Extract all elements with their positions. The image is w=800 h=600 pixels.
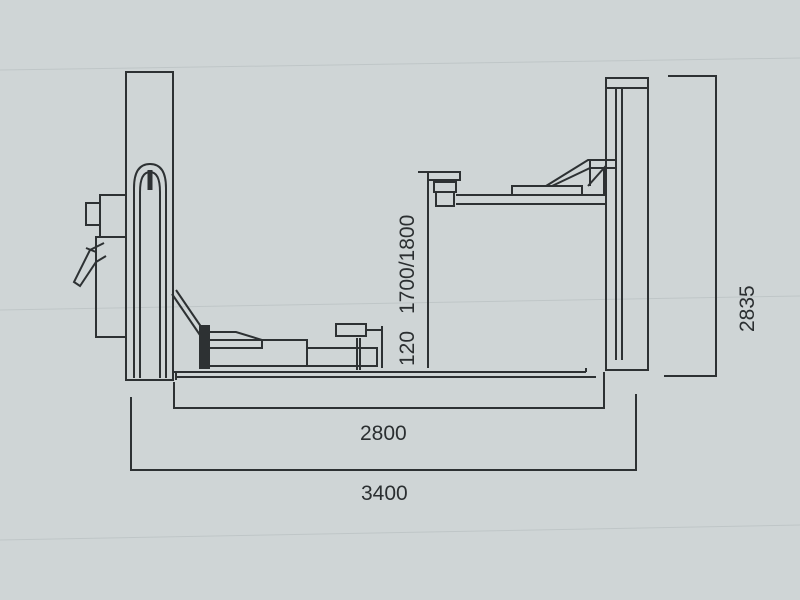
dimension-overall-height-label: 2835	[736, 285, 759, 332]
left-lift-arm	[171, 289, 382, 370]
dimension-2800-line	[173, 372, 605, 409]
dimension-pad-height-label: 120	[396, 331, 419, 366]
dimension-overall-width-label: 3400	[361, 482, 408, 505]
height-dimension-marks	[381, 171, 429, 368]
dimension-2835-line	[664, 75, 717, 377]
dimension-inner-width-label: 2800	[360, 422, 407, 445]
motor-unit	[72, 194, 127, 338]
dimension-lift-height-label: 1700/1800	[396, 215, 419, 314]
floor-plate	[173, 368, 596, 380]
dimension-3400-line	[130, 394, 637, 471]
right-lift-arm	[427, 159, 616, 207]
right-column	[605, 77, 649, 371]
